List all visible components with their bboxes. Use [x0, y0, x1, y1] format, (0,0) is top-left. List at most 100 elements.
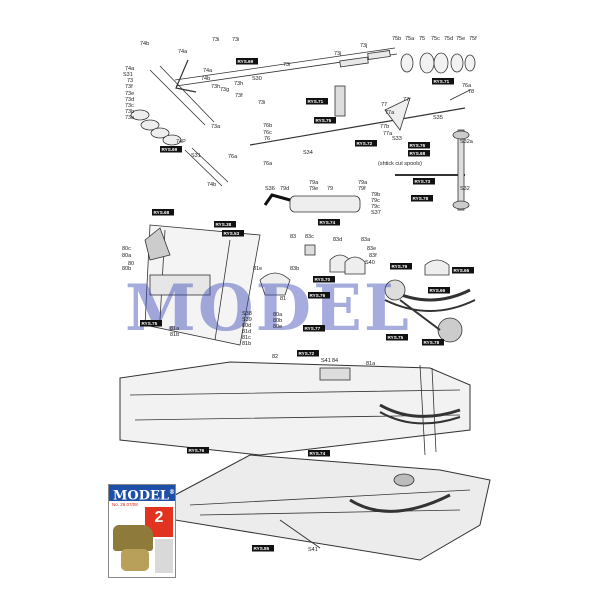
- figure-ref-tag: RYS.68: [152, 209, 174, 216]
- part-label: 74a: [203, 68, 213, 74]
- part-label: 76a: [462, 83, 472, 89]
- svg-text:RYS.69: RYS.69: [238, 59, 254, 64]
- part-label: 80e: [273, 324, 282, 330]
- part-label: 76a: [228, 154, 238, 160]
- part-label: S39: [242, 317, 252, 323]
- part-label: 74b: [140, 41, 149, 47]
- part-label: 81a: [170, 326, 180, 332]
- part-label: S31: [123, 72, 133, 78]
- figure-ref-tag: RYS.69: [160, 146, 182, 153]
- drag-link-bracket: [334, 85, 346, 117]
- part-label: 81e: [253, 266, 262, 272]
- washer-stack: [130, 109, 150, 121]
- part-label: 83b: [290, 266, 299, 272]
- chassis-upper: [119, 361, 471, 456]
- part-label: 80: [128, 261, 134, 267]
- svg-text:RYS.71: RYS.71: [434, 79, 450, 84]
- part-label: 80a: [273, 312, 283, 318]
- part-label: 83c: [305, 234, 314, 240]
- part-label: 76: [264, 136, 270, 142]
- figure-ref-tag: RYS.73: [413, 178, 435, 185]
- watermark: MODEL: [125, 271, 411, 346]
- part-label: 82: [272, 354, 278, 360]
- figure-ref-tag: RYS.71: [432, 78, 454, 85]
- part-label: S32a: [460, 139, 474, 145]
- part-label: 79a: [309, 180, 319, 186]
- part-label: 80d: [242, 323, 251, 329]
- shaft-sleeve: [339, 56, 369, 68]
- cover-side-panel: [155, 539, 173, 573]
- part-label: 80b: [122, 266, 131, 272]
- part-label: 73f: [125, 84, 133, 90]
- cover-issue: No. 26 07/08: [112, 502, 138, 507]
- part-label: 79: [327, 186, 333, 192]
- part-label: 81b: [170, 332, 179, 338]
- part-label: 75a: [405, 36, 415, 42]
- part-label: 75c: [431, 36, 440, 42]
- svg-text:RYS.69: RYS.69: [162, 147, 178, 152]
- part-label: S41: [321, 358, 331, 364]
- part-label: 76a: [263, 161, 273, 167]
- figure-ref-tag: RYS.66: [428, 287, 450, 294]
- pulley-set: [400, 52, 476, 74]
- part-label: 73h: [234, 81, 243, 87]
- part-label: 76c: [263, 130, 272, 136]
- tie-rod: [249, 107, 466, 146]
- figure-ref-tag: RYS.69: [236, 58, 258, 65]
- svg-text:RYS.85: RYS.85: [254, 546, 270, 551]
- cover-vehicle-photo: [113, 525, 153, 551]
- figure-ref-tag: RYS.77: [303, 325, 325, 332]
- svg-text:RYS.53: RYS.53: [224, 231, 240, 236]
- part-label: 74a: [178, 49, 188, 55]
- part-label: 75b: [392, 36, 401, 42]
- muffler: [289, 195, 361, 213]
- part-label: 73i: [232, 37, 239, 43]
- part-label: S41: [308, 547, 318, 553]
- part-label: 83e: [367, 246, 376, 252]
- part-label: 73b: [125, 109, 134, 115]
- svg-text:RYS.66: RYS.66: [430, 288, 446, 293]
- figure-ref-tag: RYS.72: [355, 140, 377, 147]
- part-label: 79c: [371, 204, 380, 210]
- crank-arm: [175, 59, 197, 93]
- part-label: 77a: [385, 110, 395, 116]
- part-label: 81: [280, 296, 286, 302]
- svg-text:RYS.75: RYS.75: [142, 321, 158, 326]
- part-label: 78: [468, 89, 474, 95]
- part-label: 75f: [469, 36, 477, 42]
- part-label: 79c: [371, 198, 380, 204]
- part-label: S40: [365, 260, 375, 266]
- part-label: S31: [191, 153, 201, 159]
- shaft-sleeve-2: [367, 50, 391, 60]
- part-label: 80a: [122, 253, 132, 259]
- svg-text:RYS.76: RYS.76: [189, 448, 205, 453]
- part-label: 81b: [242, 341, 251, 347]
- svg-text:RYS.68: RYS.68: [410, 151, 426, 156]
- svg-text:RYS.76: RYS.76: [410, 143, 426, 148]
- part-label: 73c: [125, 103, 134, 109]
- figure-ref-tag: RYS.74: [308, 450, 330, 457]
- part-label: 73d: [125, 97, 134, 103]
- part-label: 74b: [201, 76, 210, 82]
- svg-text:RYS.70: RYS.70: [315, 277, 331, 282]
- svg-text:RYS.75: RYS.75: [316, 118, 332, 123]
- part-label: 75e: [456, 36, 465, 42]
- svg-text:RYS.75: RYS.75: [388, 335, 404, 340]
- part-label: 80c: [122, 246, 131, 252]
- figure-ref-tag: RYS.70: [313, 276, 335, 283]
- part-label: 74b: [207, 182, 216, 188]
- part-label: 73i: [258, 100, 265, 106]
- figure-ref-tag: RYS.78: [422, 339, 444, 346]
- part-label: 81a: [366, 361, 376, 367]
- part-label: 73j: [334, 51, 341, 57]
- svg-text:RYS.71: RYS.71: [308, 99, 324, 104]
- figure-ref-tag: RYS.78: [411, 195, 433, 202]
- chassis-lower: [174, 454, 491, 561]
- part-label: 73g: [220, 87, 229, 93]
- part-label: 73j: [360, 43, 367, 49]
- part-label: 73i: [212, 37, 219, 43]
- part-label: 75d: [444, 36, 453, 42]
